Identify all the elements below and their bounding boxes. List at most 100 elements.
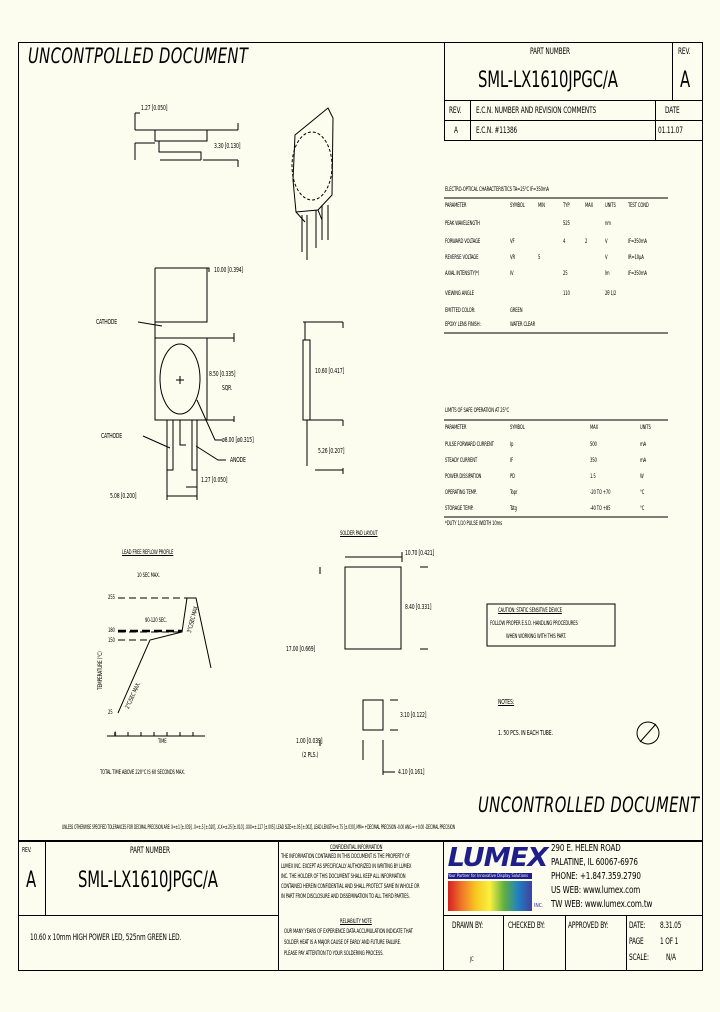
eo-cell: 110	[563, 290, 570, 297]
dim-thickness: 3.30 [0.130]	[214, 142, 241, 150]
eo-cell: VR	[510, 254, 515, 261]
large-pad	[344, 566, 402, 650]
divider	[444, 140, 703, 141]
rev-row-ecn: E.C.N. #11386	[476, 126, 518, 136]
scale-value: N/A	[666, 953, 676, 963]
divider	[655, 100, 656, 140]
divider	[444, 42, 445, 141]
divider	[503, 915, 504, 970]
tolerance-note: UNLESS OTHERWISE SPECIFIED TOLERANCES FO…	[62, 824, 455, 831]
safe-op-cell: °C	[640, 489, 645, 496]
address-line: PALATINE, IL 60067-6976	[551, 857, 638, 868]
eo-cell: 525	[563, 220, 570, 227]
package-iso	[292, 107, 334, 223]
eo-header-cell: SYMBOL	[510, 202, 525, 209]
pb-free-circle	[636, 721, 660, 745]
date-col-header: DATE	[665, 106, 680, 116]
drawn-by: JC	[470, 956, 474, 963]
reference-lines	[118, 597, 196, 641]
eo-cell: 25	[563, 270, 568, 277]
safe-op-cell: OPERATING TEMP.	[445, 489, 477, 496]
rev-row-date: 01.11.07	[658, 126, 683, 136]
divider	[444, 100, 703, 101]
small-pad-height: 3.10 [0.122]	[400, 711, 427, 719]
note-item: 1. 50 PCS. IN EACH TUBE.	[498, 729, 553, 737]
rev-row-rev: A	[454, 126, 458, 136]
safe-op-cell: °C	[640, 505, 645, 512]
rev-label: REV.	[678, 47, 691, 57]
logo-inc: INC.	[534, 903, 544, 909]
eo-cell: EPOXY LENS FINISH:	[445, 321, 481, 328]
footer-description: 10.60 x 10mm HIGH POWER LED, 525nm GREEN…	[30, 933, 182, 943]
safe-op-header-cell: UNITS	[640, 424, 651, 431]
eo-cell: IR=10µA	[628, 254, 644, 261]
eo-header-cell: PARAMETER	[445, 202, 467, 209]
footer-rev-label: REV.	[22, 846, 32, 854]
divider	[672, 42, 673, 100]
checked-by-label: CHECKED BY:	[508, 921, 545, 931]
eo-cell: nm	[605, 220, 611, 227]
address-line: 290 E. HELEN ROAD	[551, 843, 621, 854]
eo-cell: 2	[585, 238, 588, 245]
safe-op-header-cell: SYMBOL	[510, 424, 525, 431]
footer-part-number: SML-LX1610JPGC/A	[78, 868, 218, 893]
reflow-title: LEAD FREE REFLOW PROFILE	[122, 549, 174, 556]
eo-cell: 5	[538, 254, 541, 261]
safe-op-cell: Topr	[510, 489, 518, 496]
footer-rev: A	[26, 868, 37, 893]
page-label: PAGE	[629, 937, 644, 947]
eo-header-cell: MIN	[538, 202, 545, 209]
eo-header-cell: UNITS	[605, 202, 616, 209]
divider	[18, 840, 703, 842]
eo-cell: WATER CLEAR	[510, 321, 536, 328]
date-value: 8.31.05	[660, 921, 682, 931]
eo-cell: REVERSE VOLTAGE	[445, 254, 479, 261]
ecn-col-header: E.C.N. NUMBER AND REVISION COMMENTS	[476, 106, 597, 116]
safe-op-cell: -20 TO +70	[590, 489, 611, 496]
lens-center-mark	[176, 376, 184, 384]
y-tick-25: 25	[108, 709, 113, 716]
safe-op-cell: mA	[640, 441, 646, 448]
safe-op-cell: 350	[590, 457, 597, 464]
dim-sqr: SQR.	[222, 384, 233, 392]
address-line: PHONE: +1.847.359.2790	[551, 871, 641, 882]
eo-cell: FORWARD VOLTAGE	[445, 238, 481, 245]
caution-title: CAUTION: STATIC SENSITIVE DEVICE	[498, 607, 562, 614]
profile-line	[117, 597, 212, 714]
reliability-line: PLEASE PAY ATTENTION TO YOUR SOLDERING P…	[284, 950, 384, 957]
divider	[443, 915, 703, 916]
rev-value: A	[680, 68, 691, 93]
approved-by-label: APPROVED BY:	[568, 921, 609, 931]
safe-op-header-cell: PARAMETER	[445, 424, 467, 431]
divider	[626, 915, 627, 970]
reflow-chart	[107, 597, 212, 737]
eo-cell: VIEWING ANGLE	[445, 290, 474, 297]
y-tick-180: 180	[108, 627, 115, 634]
label-cathode: CATHODE	[101, 432, 122, 440]
eo-cell: VF	[510, 238, 515, 245]
eo-cell: V	[605, 238, 608, 245]
logo-rainbow	[448, 881, 532, 911]
safe-op-note: *DUTY 1/10 PULSE WIDTH 10ms	[445, 520, 502, 527]
divider	[278, 840, 279, 970]
divider	[444, 120, 703, 121]
divider	[565, 915, 566, 970]
page-border	[18, 42, 703, 971]
lens-iso	[291, 131, 333, 201]
safe-op-title: LIMITS OF SAFE OPERATION AT 25°C	[445, 407, 510, 414]
safe-op-cell: mA	[640, 457, 646, 464]
date-label: DATE:	[629, 921, 646, 931]
reflow-soak: 90-120 SEC.	[145, 617, 167, 624]
caution-line2: WHEN WORKING WITH THIS PART.	[506, 633, 566, 640]
drawn-by-label: DRAWN BY:	[452, 921, 483, 931]
y-tick-255: 255	[108, 594, 115, 601]
eo-header-cell: TYP	[563, 202, 570, 209]
solder-pad-title: SOLDER PAD LAYOUT	[340, 530, 378, 537]
logo-text: LUMEX	[447, 843, 549, 873]
eo-cell: 4	[563, 238, 566, 245]
eo-cell: IF=350mA	[628, 238, 647, 245]
watermark-bottom: UNCONTROLLED DOCUMENT	[478, 793, 700, 817]
eo-cell: IF=350mA	[628, 270, 647, 277]
rev-col-header: REV.	[449, 106, 462, 116]
